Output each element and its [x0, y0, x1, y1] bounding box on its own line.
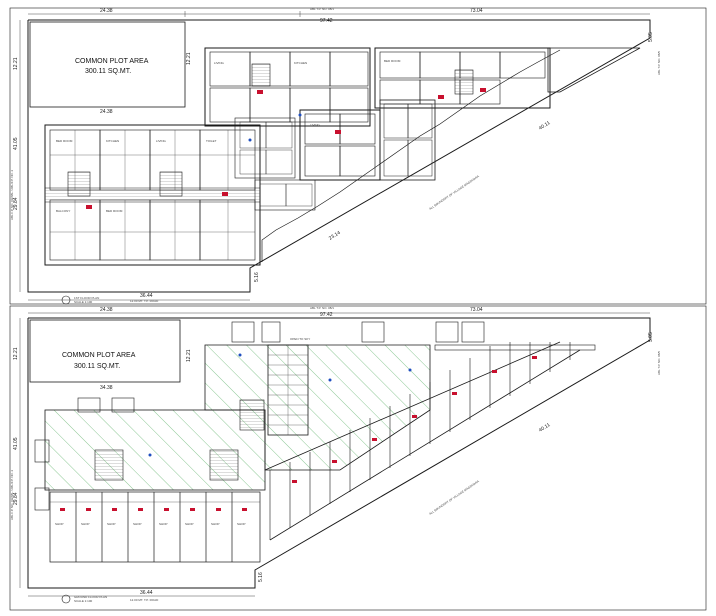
upper-blue-dot-2 — [248, 138, 252, 142]
upper-top-dim-1: 24.38 — [100, 8, 113, 14]
upper-stepped-edge — [261, 49, 561, 262]
lower-common-plot-dim-bottom: 34.38 — [100, 385, 113, 391]
upper-left-dim-2: 41.05 — [13, 137, 19, 150]
upper-floor-plan: 24.38 97.42 73.04 ABL T.P. NO. 08/1 COMM… — [9, 7, 707, 305]
upper-plan-title: 1ST FLOOR PLAN — [74, 296, 99, 300]
upper-bottom-dim: 36.44 — [140, 293, 153, 299]
upper-room-label-3: LIVING — [156, 139, 167, 143]
lower-blue-marks — [148, 353, 412, 457]
lower-shop-3: SHOP — [107, 522, 116, 526]
lower-left-dim-3: 29.84 — [13, 492, 19, 505]
upper-red-mark-4 — [438, 95, 444, 99]
upper-red-mark-1 — [86, 205, 92, 209]
upper-blue-dot-1 — [298, 113, 302, 117]
upper-room-label-9: BED ROOM — [384, 59, 401, 63]
upper-room-label-5: BALCONY — [56, 209, 70, 213]
upper-diag-dim-3: 5.16 — [254, 272, 260, 282]
lower-top-dim-1: 24.38 — [100, 307, 113, 313]
upper-top-dim-3: 73.04 — [470, 8, 483, 14]
upper-room-label-4: TOILET — [206, 139, 217, 143]
lower-shop-1: SHOP — [55, 522, 64, 526]
lower-top-road: ABL T.P. NO. 08/1 — [310, 306, 334, 310]
lower-floor-plan: 24.38 97.42 73.04 ABL T.P. NO. 08/1 COMM… — [9, 305, 707, 611]
lower-shop-5: SHOP — [159, 522, 168, 526]
lower-common-plot-dim-side: 12.21 — [186, 349, 192, 362]
upper-left-dim-3: 29.84 — [13, 197, 19, 210]
lower-shop-2: SHOP — [81, 522, 90, 526]
upper-room-label-2: KITCHEN — [106, 139, 119, 143]
lower-common-plot-box — [29, 319, 181, 383]
upper-right-dim: 5.05 — [648, 32, 654, 42]
lower-left-road: ABL F.P. NO. 09/ABL / ABL/F.P. NO. 2 — [10, 469, 14, 520]
lower-left-dim-2: 41.05 — [13, 437, 19, 450]
lower-road-label: 12.00 MT. T.P. ROAD — [130, 598, 159, 602]
upper-common-plot-dim-side: 12.21 — [186, 52, 192, 65]
upper-common-plot-title: COMMON PLOT AREA — [75, 58, 149, 65]
upper-room-label-10: LIVING — [310, 123, 321, 127]
lower-title-marker — [61, 594, 71, 604]
upper-right-road: ABL T.P. NO. 08/5 — [657, 51, 661, 75]
upper-red-mark-5 — [480, 88, 486, 92]
upper-top-dim-2: 97.42 — [320, 18, 333, 24]
upper-plan-scale: SCALE 1:100 — [74, 300, 93, 304]
upper-frame — [9, 7, 707, 305]
lower-right-road: ABL T.P. NO. 08/5 — [657, 351, 661, 375]
lower-common-plot-area: 300.11 SQ.MT. — [74, 363, 120, 370]
upper-right-wing — [204, 47, 641, 211]
upper-common-plot-dim-bottom: 24.38 — [100, 109, 113, 115]
upper-left-road: ABL F.P. NO. 09/ABL / ABL/F.P. NO. 2 — [10, 169, 14, 220]
lower-common-plot-title: COMMON PLOT AREA — [62, 352, 136, 359]
upper-boundary-label: ALL BOUNDARY OF VILLAGE MAGDHARA — [428, 174, 480, 211]
upper-room-label-1: BED ROOM — [56, 139, 73, 143]
lower-diag-dim-1: 40.11 — [538, 422, 552, 434]
upper-road-label: 12.00 MT. T.P. ROAD — [130, 299, 159, 303]
lower-top-rooms — [34, 321, 485, 511]
upper-room-label-8: KITCHEN — [294, 61, 307, 65]
lower-boundary-label: ALL BOUNDARY OF VILLAGE MAGDHARA — [428, 479, 480, 516]
upper-diag-dim-2: 23.14 — [328, 230, 342, 242]
lower-shop-6: SHOP — [185, 522, 194, 526]
lower-diag-dim-2: 5.16 — [258, 572, 264, 582]
lower-bottom-dim: 36.44 — [140, 590, 153, 596]
lower-shop-4: SHOP — [133, 522, 142, 526]
upper-left-dim-1: 12.21 — [13, 57, 19, 70]
upper-top-road: ABL T.P. NO. 08/1 — [310, 7, 334, 11]
lower-frame — [9, 305, 707, 611]
upper-title-marker — [61, 295, 71, 305]
upper-room-label-6: BED ROOM — [106, 209, 123, 213]
lower-left-dim-1: 12.21 — [13, 347, 19, 360]
lower-shop-row — [49, 491, 261, 563]
upper-red-mark-2 — [222, 192, 228, 196]
lower-stair-label: OPEN TO SKY — [290, 337, 310, 341]
lower-top-dim-3: 73.04 — [470, 307, 483, 313]
upper-red-mark-6 — [335, 130, 341, 134]
lower-top-dim-2: 97.42 — [320, 312, 333, 318]
lower-shop-8: SHOP — [237, 522, 246, 526]
upper-site-boundary — [27, 19, 651, 293]
lower-shop-7: SHOP — [211, 522, 220, 526]
upper-common-plot-area: 300.11 SQ.MT. — [85, 68, 131, 75]
upper-red-mark-3 — [257, 90, 263, 94]
lower-red-marks — [60, 356, 537, 511]
lower-right-dim: 5.05 — [648, 332, 654, 342]
lower-diagonal-shops — [264, 341, 596, 541]
upper-room-label-7: LIVING — [214, 61, 225, 65]
lower-stair-core — [94, 344, 309, 481]
upper-common-plot-box — [29, 21, 186, 108]
lower-site-boundary — [27, 317, 651, 589]
upper-diag-dim-1: 40.11 — [538, 120, 552, 132]
lower-plan-scale: SCALE 1:100 — [74, 599, 93, 603]
lower-plan-title: GROUND FLOOR PLAN — [74, 595, 107, 599]
